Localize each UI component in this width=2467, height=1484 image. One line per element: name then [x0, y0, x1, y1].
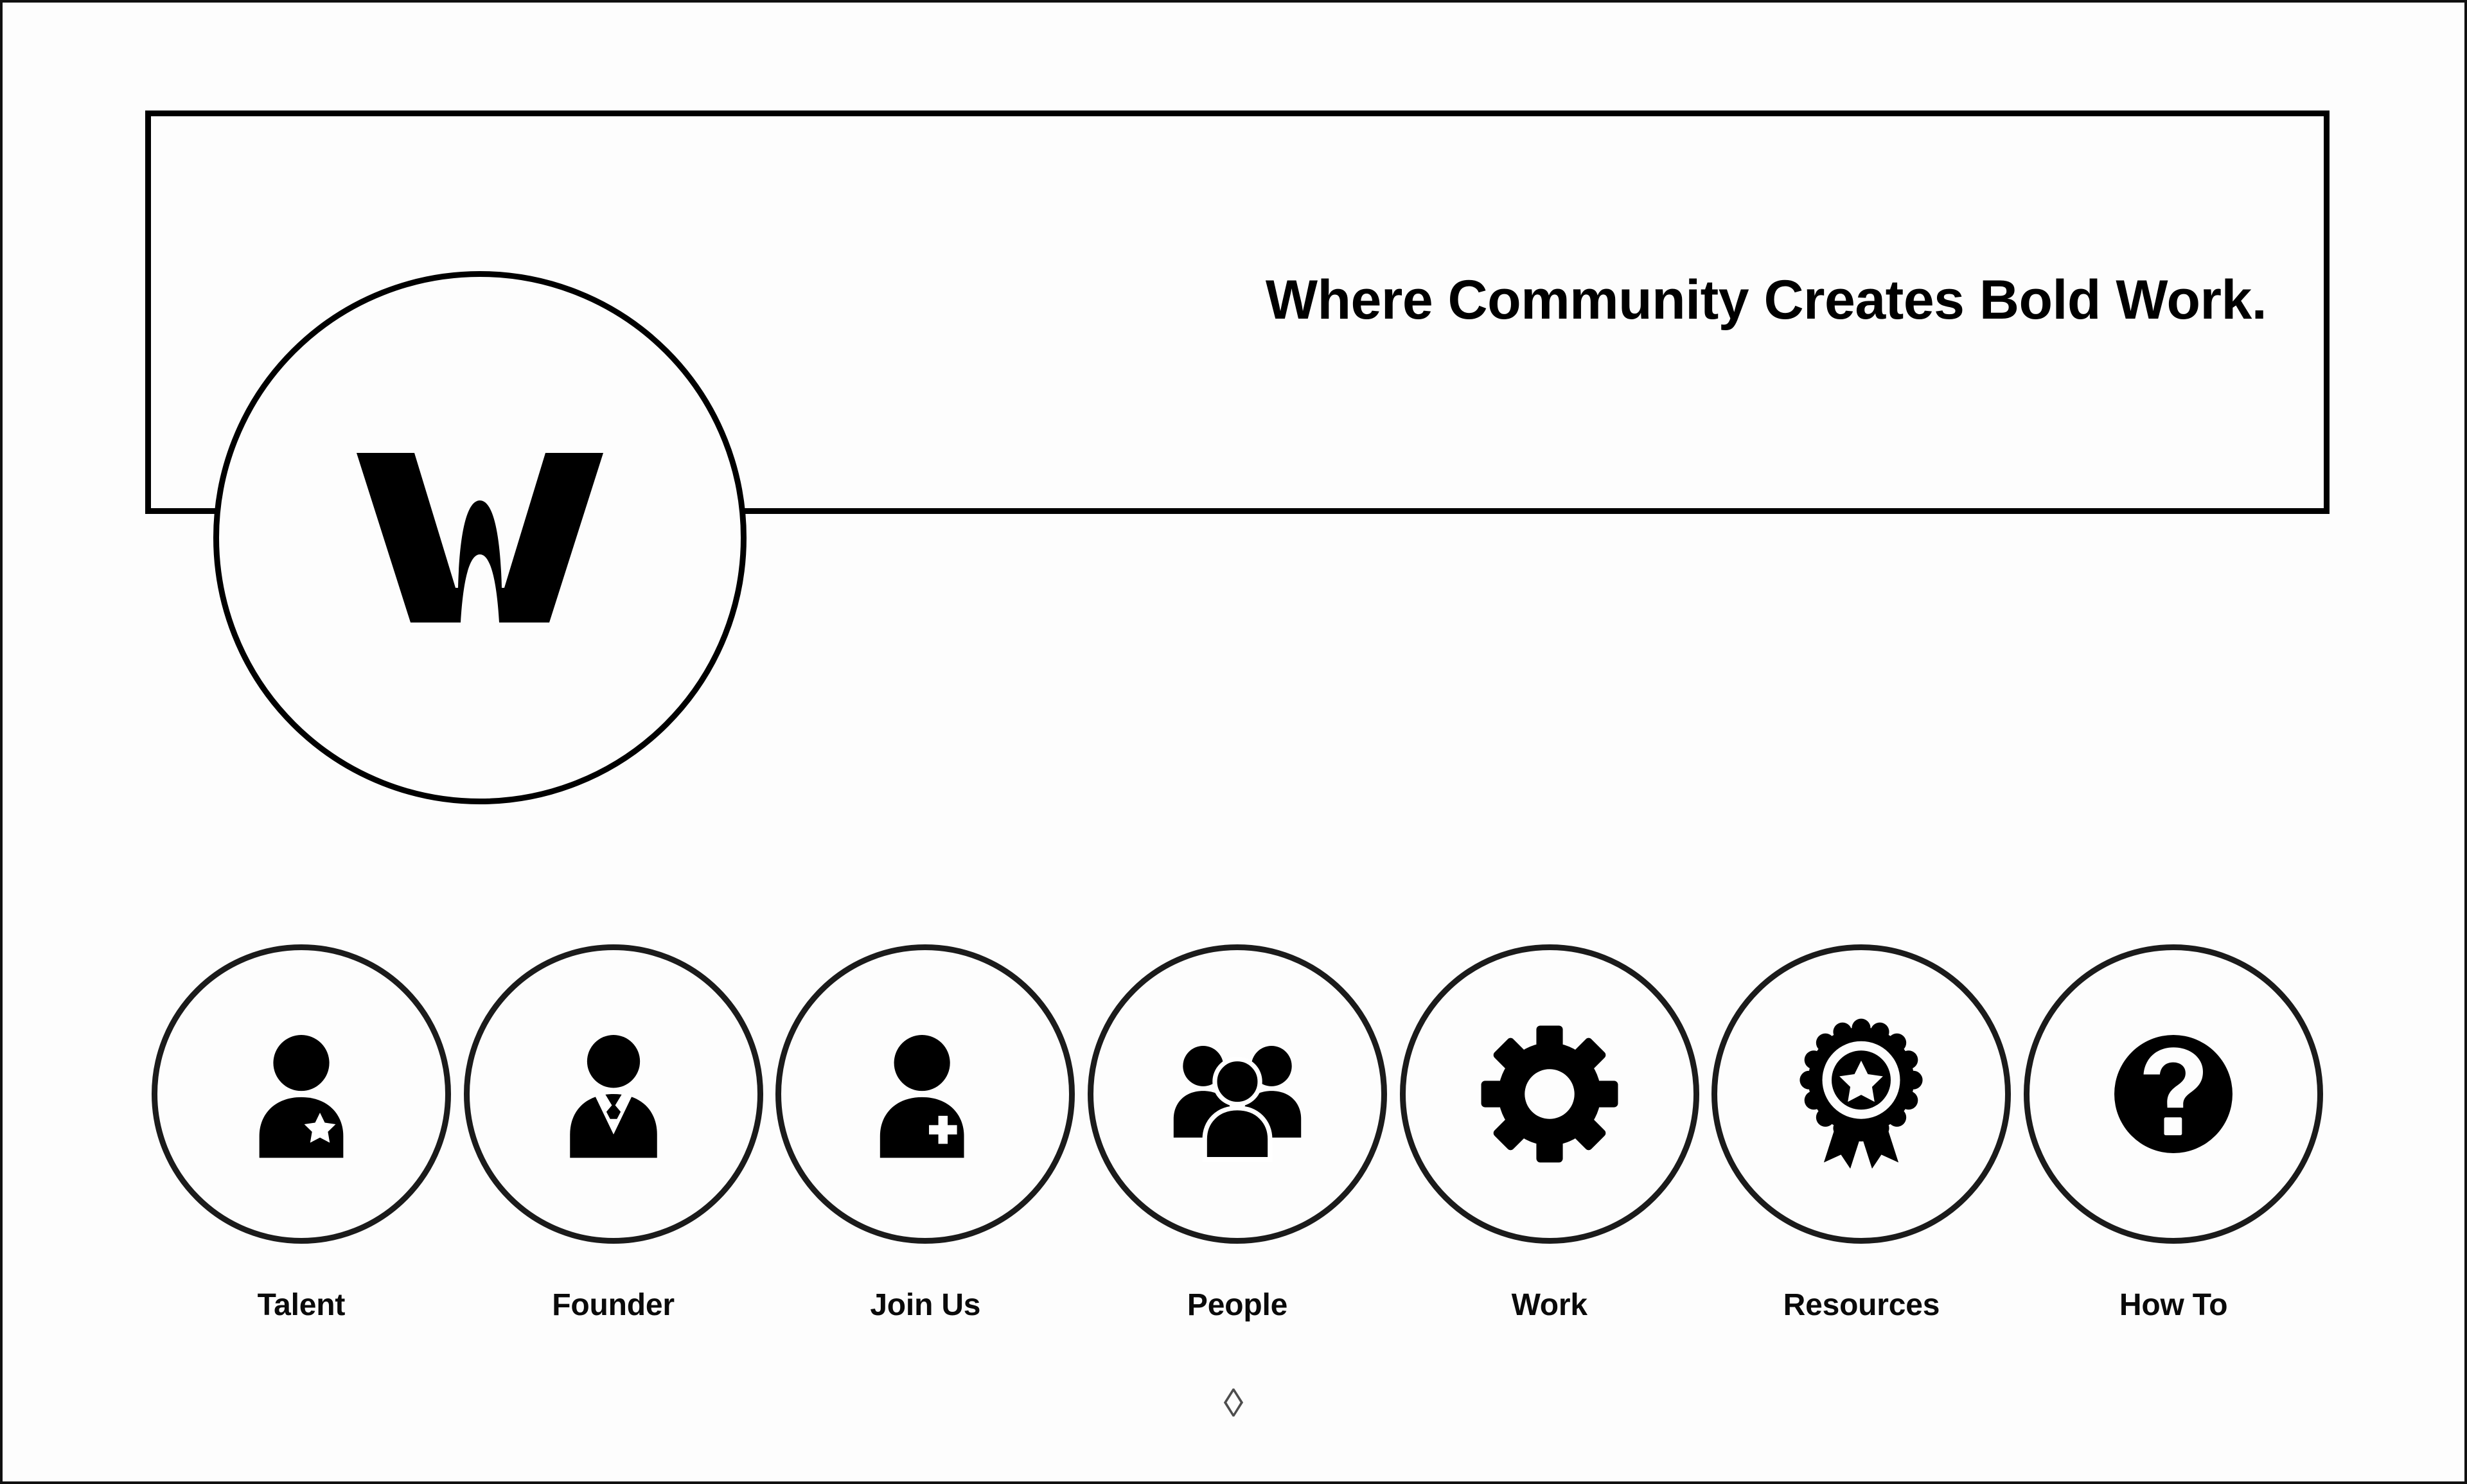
nav-label-how-to: How To [2119, 1288, 2228, 1322]
nav-circle-work[interactable] [1399, 944, 1699, 1244]
people-group-icon [1173, 1045, 1302, 1162]
w-monogram-icon [357, 453, 603, 623]
person-star-icon [259, 1035, 344, 1158]
nav-label-work: Work [1511, 1288, 1588, 1322]
logo-badge[interactable] [213, 271, 747, 804]
gear-icon [1481, 1025, 1618, 1163]
person-suit-tie-icon [569, 1035, 657, 1158]
nav-circle-how-to[interactable] [2024, 944, 2324, 1244]
nav-circle-resources[interactable] [1711, 944, 2012, 1244]
nav-item-resources[interactable]: Resources [1706, 944, 2018, 1323]
nav-label-join-us: Join Us [870, 1288, 981, 1322]
header-band [145, 110, 2330, 514]
page-tagline: Where Community Creates Bold Work. [1265, 269, 2267, 331]
nav-label-resources: Resources [1783, 1288, 1940, 1322]
question-circle-icon [2114, 1035, 2233, 1153]
nav-item-join-us[interactable]: Join Us [769, 944, 1081, 1323]
nav-label-founder: Founder [552, 1288, 675, 1322]
nav-circle-people[interactable] [1088, 944, 1388, 1244]
nav-item-work[interactable]: Work [1393, 944, 1706, 1323]
nav-item-how-to[interactable]: How To [2017, 944, 2330, 1323]
person-plus-icon [880, 1035, 964, 1158]
nav-row: Talent Founder [145, 944, 2330, 1323]
nav-circle-talent[interactable] [151, 944, 451, 1244]
nav-label-people: People [1187, 1288, 1288, 1322]
lozenge-icon: ◊ [1223, 1381, 1244, 1426]
nav-item-founder[interactable]: Founder [457, 944, 770, 1323]
nav-circle-founder[interactable] [463, 944, 763, 1244]
award-ribbon-icon [1799, 1018, 1923, 1169]
nav-item-talent[interactable]: Talent [145, 944, 457, 1323]
nav-circle-join-us[interactable] [775, 944, 1075, 1244]
nav-item-people[interactable]: People [1081, 944, 1393, 1323]
nav-label-talent: Talent [257, 1288, 346, 1322]
